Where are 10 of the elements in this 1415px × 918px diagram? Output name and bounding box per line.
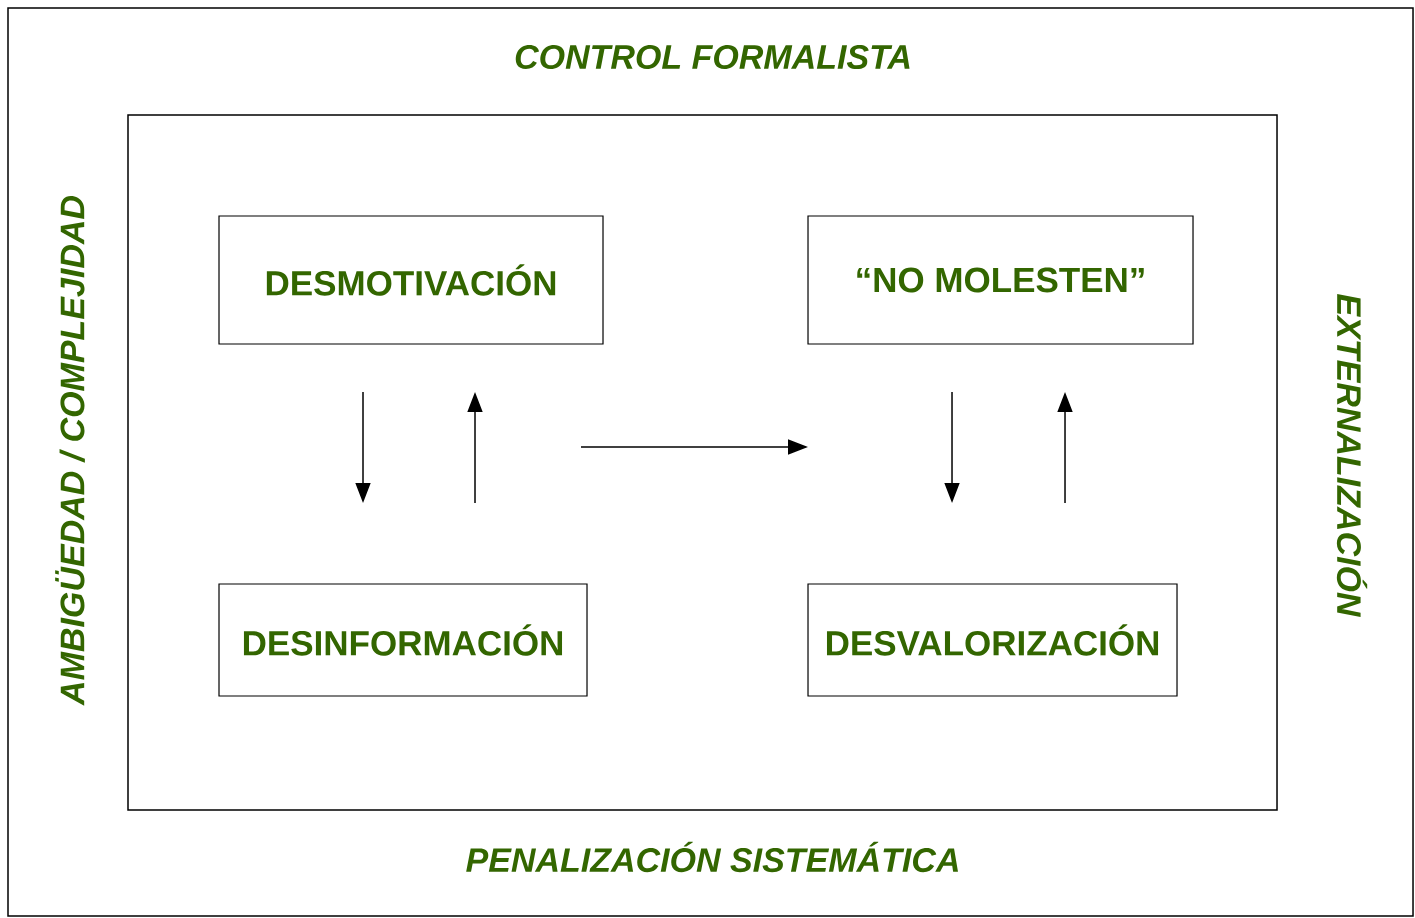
- side-label: AMBIGÜEDAD / COMPLEJIDAD: [55, 196, 85, 706]
- concept-box: DESMOTIVACIÓN: [218, 215, 604, 345]
- outer-frame: [7, 7, 1414, 917]
- side-label: PENALIZACIÓN SISTEMÁTICA: [466, 841, 958, 873]
- inner-frame: [127, 114, 1278, 811]
- side-label: CONTROL FORMALISTA: [515, 44, 910, 69]
- concept-box: DESVALORIZACIÓN: [807, 583, 1178, 697]
- side-label: EXTERNALIZACIÓN: [1336, 294, 1368, 618]
- concept-box: DESINFORMACIÓN: [218, 583, 588, 697]
- concept-box: “NO MOLESTEN”: [807, 215, 1194, 345]
